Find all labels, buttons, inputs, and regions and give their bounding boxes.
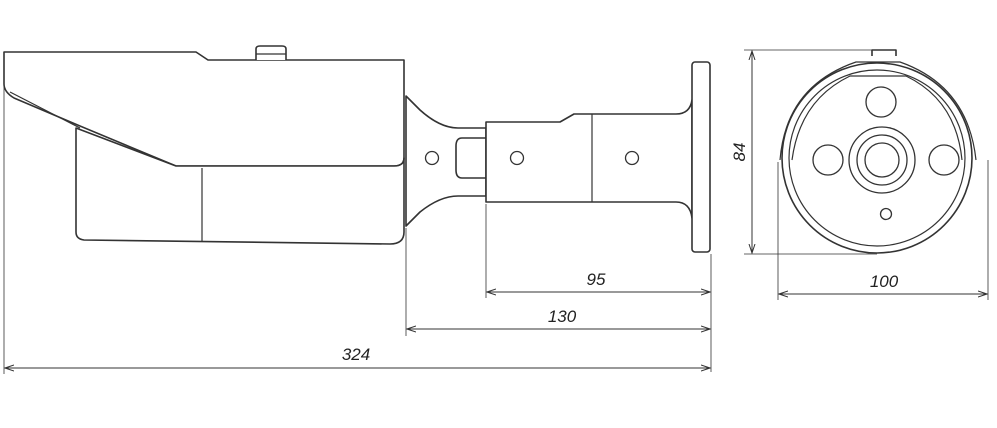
front-screw xyxy=(879,207,893,221)
joint-screw xyxy=(424,150,440,166)
sunshield-edge xyxy=(9,91,81,129)
front-sunshield-tab xyxy=(871,49,897,56)
camera-body xyxy=(75,127,405,245)
dimension-100: 100 xyxy=(777,160,989,300)
dimension-130-label: 130 xyxy=(548,307,577,326)
top-knob xyxy=(255,45,287,60)
dimension-84-label: 84 xyxy=(730,143,749,162)
dimension-84: 84 xyxy=(730,49,877,255)
bracket-screw-right xyxy=(624,150,640,166)
wall-plate xyxy=(691,61,711,253)
ir-led-top xyxy=(865,86,897,118)
lens-glass xyxy=(864,142,900,178)
camera-side-view xyxy=(3,45,711,253)
front-sunshield xyxy=(779,61,977,161)
front-housing-inner xyxy=(788,69,966,247)
dimension-130: 130 xyxy=(405,228,710,336)
dimension-95-label: 95 xyxy=(587,270,606,289)
bolt xyxy=(455,137,487,179)
bracket-screw-left xyxy=(509,150,525,166)
dimension-100-label: 100 xyxy=(870,272,899,291)
dimension-324-label: 324 xyxy=(342,345,370,364)
sunshield xyxy=(3,51,405,167)
dimension-95: 95 xyxy=(485,204,712,372)
camera-front-view xyxy=(779,49,977,254)
dimension-324: 324 xyxy=(3,86,710,374)
ir-led-right xyxy=(928,144,960,176)
front-sunshield-inner xyxy=(791,75,963,161)
ir-led-left xyxy=(812,144,844,176)
